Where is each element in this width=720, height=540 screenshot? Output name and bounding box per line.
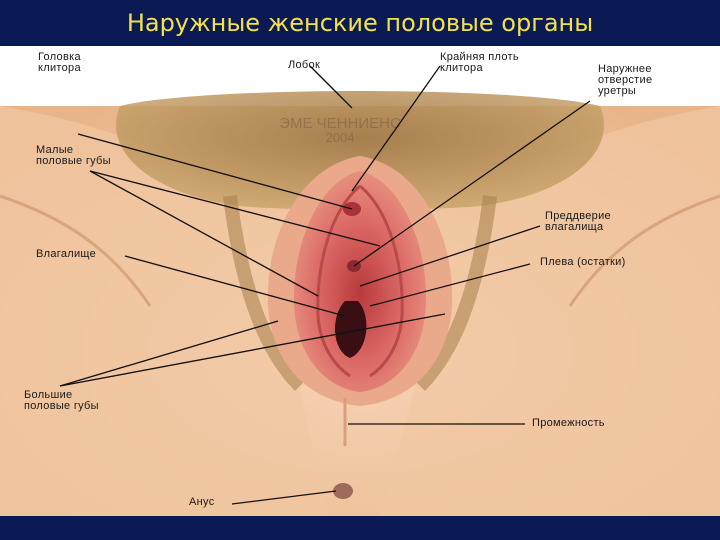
label-clitoral-hood: Крайняя плоть клитора xyxy=(440,52,519,74)
label-vestibule: Преддверие влагалища xyxy=(545,211,611,233)
anatomy-illustration: ЭМЕ ЧЕННИЕНС 2004 xyxy=(0,46,720,516)
slide-title: Наружные женские половые органы xyxy=(0,0,720,46)
anatomy-figure: ЭМЕ ЧЕННИЕНС 2004 Головка клитора Лобок … xyxy=(0,46,720,516)
label-pubis: Лобок xyxy=(288,60,320,71)
label-clitoris-head: Головка клитора xyxy=(38,52,81,74)
watermark-line-2: 2004 xyxy=(326,130,355,145)
label-hymen: Плева (остатки) xyxy=(540,257,626,268)
label-anus: Анус xyxy=(189,497,215,508)
label-labia-minora: Малые половые губы xyxy=(36,145,111,167)
label-perineum: Промежность xyxy=(532,418,605,429)
label-labia-majora: Большие половые губы xyxy=(24,390,99,412)
label-urethral-opening: Наружнее отверстие уретры xyxy=(598,64,652,97)
label-vagina: Влагалище xyxy=(36,249,96,260)
bottom-bar xyxy=(0,516,720,540)
